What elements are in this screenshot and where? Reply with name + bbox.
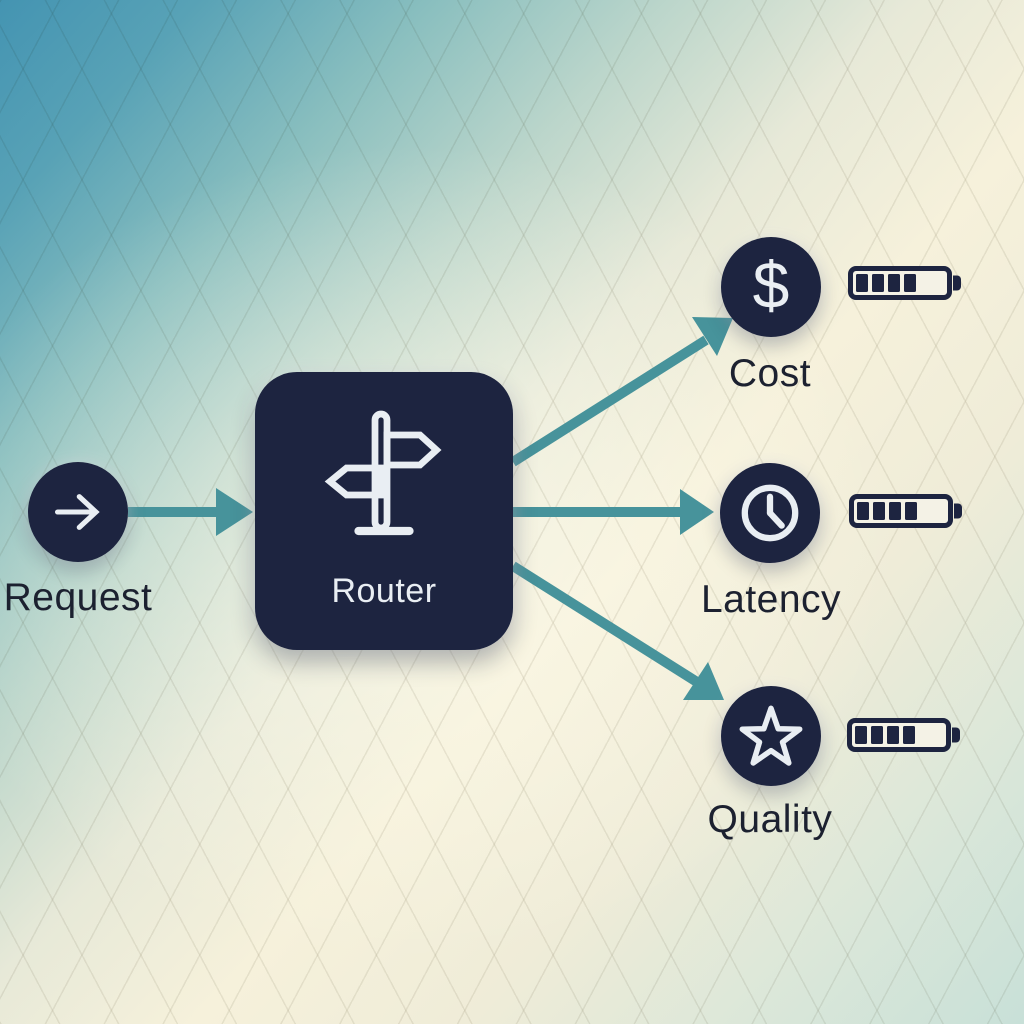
battery-body (849, 494, 953, 528)
battery-terminal (953, 275, 961, 291)
battery-body (848, 266, 952, 300)
request-label: Request (3, 576, 153, 619)
battery-cell (857, 502, 869, 520)
star-icon (739, 705, 803, 766)
quality-node (721, 686, 821, 786)
arrow-router-to-quality (510, 561, 724, 700)
battery-cell (855, 726, 867, 744)
battery-cell (871, 726, 883, 744)
battery-cell (888, 274, 900, 292)
cost-battery-meter (848, 266, 961, 300)
battery-cell (919, 726, 943, 744)
battery-cell (889, 502, 901, 520)
quality-battery-meter (847, 718, 960, 752)
quality-label: Quality (707, 798, 833, 841)
battery-cell (887, 726, 899, 744)
router-node: Router (255, 372, 513, 650)
arrow-router-to-cost (510, 317, 733, 467)
arrow-request-to-router (128, 488, 253, 536)
battery-terminal (954, 503, 962, 519)
router-label: Router (331, 572, 437, 610)
battery-cell (921, 502, 945, 520)
clock-icon (741, 484, 799, 542)
latency-label: Latency (700, 578, 842, 621)
battery-cell (872, 274, 884, 292)
battery-cell (873, 502, 885, 520)
latency-battery-meter (849, 494, 962, 528)
battery-cell (856, 274, 868, 292)
dollar-sign-icon: $ (752, 248, 790, 322)
arrow-right-icon (54, 494, 100, 530)
battery-cell (905, 502, 917, 520)
arrow-router-to-latency (513, 489, 714, 535)
battery-cell (920, 274, 944, 292)
battery-cell (903, 726, 915, 744)
request-node (28, 462, 128, 562)
battery-terminal (952, 727, 960, 743)
battery-cell (904, 274, 916, 292)
cost-label: Cost (728, 352, 812, 395)
battery-body (847, 718, 951, 752)
latency-node (720, 463, 820, 563)
cost-node: $ (721, 237, 821, 337)
signpost-icon (324, 410, 442, 536)
